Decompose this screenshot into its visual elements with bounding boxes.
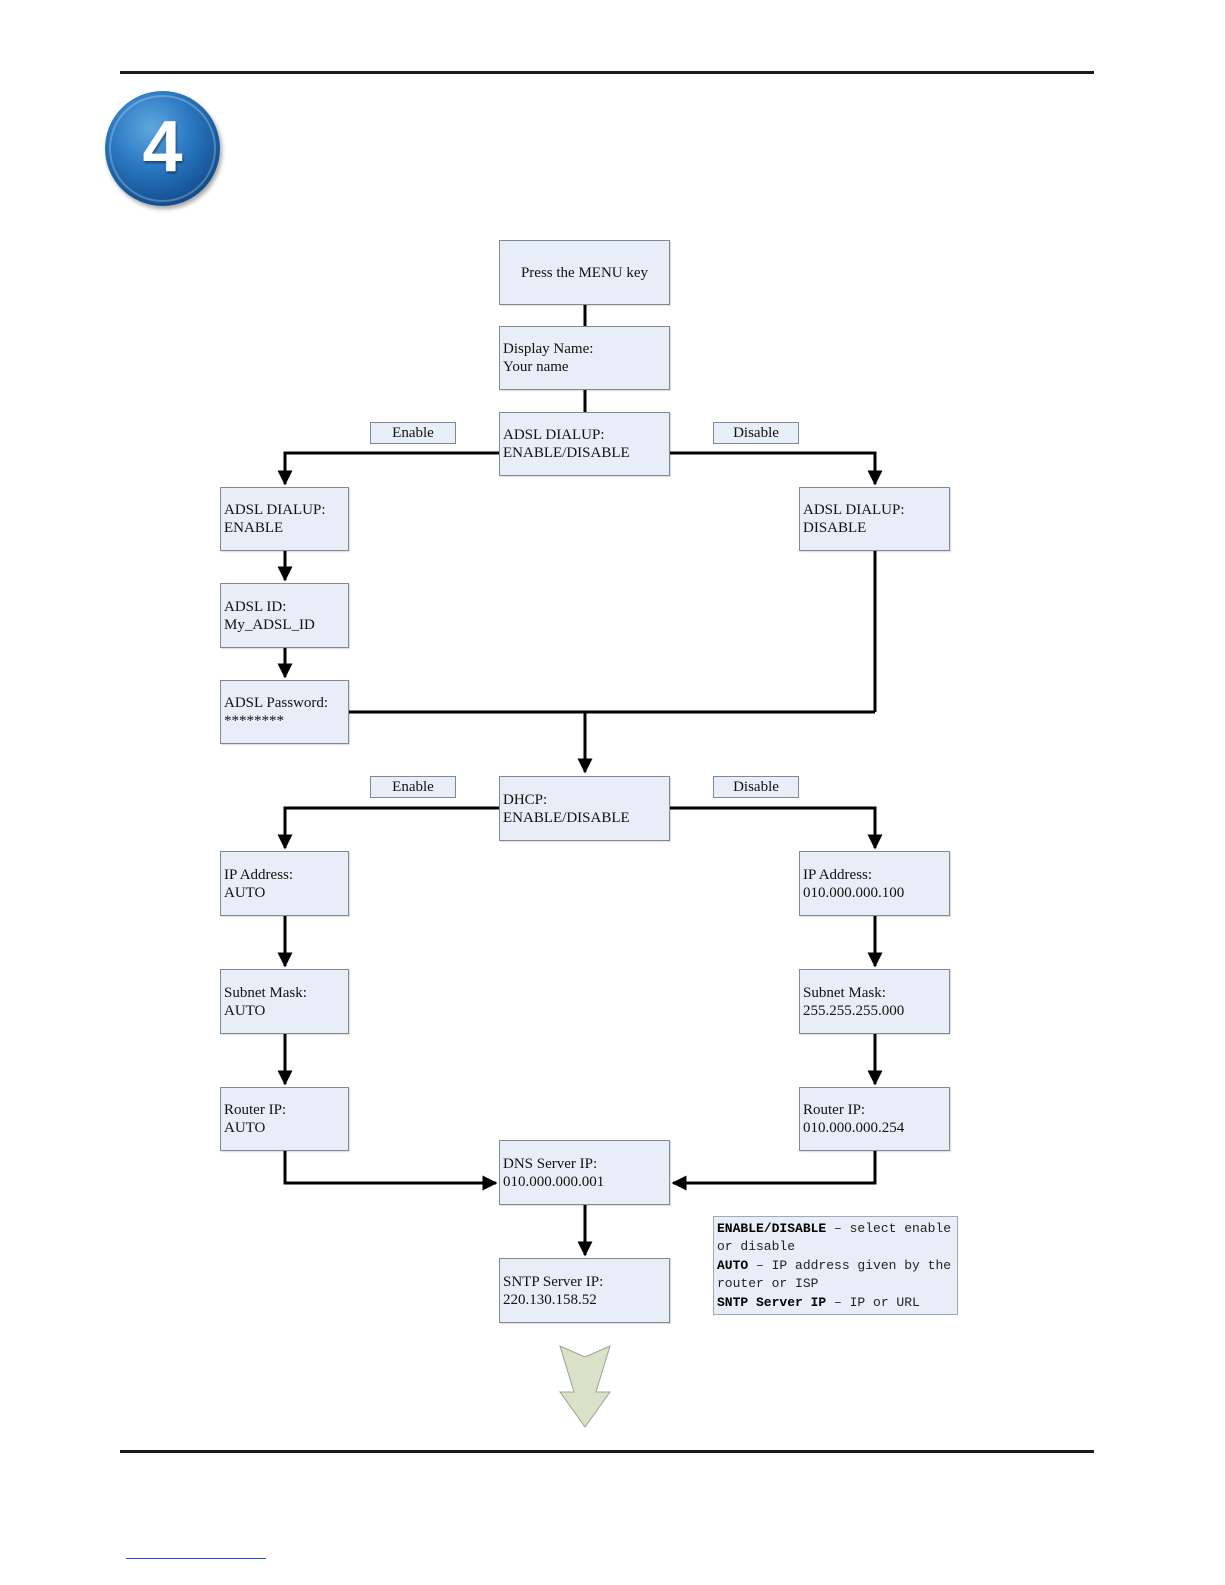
tag-adsl-disable: Disable — [713, 422, 799, 444]
box-line: My_ADSL_ID — [224, 616, 315, 633]
box-adsl-password: ADSL Password: ******** — [220, 680, 349, 744]
box-line: Router IP: — [224, 1102, 287, 1118]
box-line: ENABLE/DISABLE — [503, 445, 630, 461]
box-subnet-mask-static: Subnet Mask: 255.255.255.000 — [799, 969, 950, 1034]
box-press-menu-key: Press the MENU key — [499, 240, 670, 305]
tag-dhcp-enable: Enable — [370, 776, 456, 798]
box-line: Your name — [503, 359, 569, 375]
box-line: 220.130.158.52 — [503, 1291, 597, 1308]
box-sntp-server-ip: SNTP Server IP: 220.130.158.52 — [499, 1258, 670, 1323]
box-line: ADSL DIALUP: — [803, 502, 905, 518]
footer-link-underline — [126, 1558, 266, 1559]
box-line: DHCP: — [503, 791, 548, 808]
top-rule — [120, 71, 1094, 74]
legend-desc: – IP address given by the router or ISP — [717, 1257, 952, 1292]
arrow-dhcp-enable — [277, 806, 499, 850]
legend-term: ENABLE/DISABLE — [717, 1221, 827, 1236]
box-display-name: Display Name: Your name — [499, 326, 670, 390]
tag-dhcp-disable: Disable — [713, 776, 799, 798]
box-line: ENABLE — [224, 520, 284, 536]
box-router-ip-auto: Router IP: AUTO — [220, 1087, 349, 1151]
box-line: ******** — [224, 713, 284, 729]
box-line: DISABLE — [803, 520, 867, 536]
box-router-ip-static: Router IP: 010.000.000.254 — [799, 1087, 950, 1151]
box-line: Subnet Mask: — [803, 984, 886, 1001]
legend-desc: – IP or URL — [826, 1294, 920, 1310]
box-line: AUTO — [224, 884, 266, 901]
box-line: ADSL Password: — [224, 695, 329, 711]
box-line: IP Address: — [224, 866, 294, 883]
box-line: SNTP Server IP: — [503, 1273, 604, 1290]
box-line: AUTO — [224, 1002, 266, 1019]
box-dhcp: DHCP: ENABLE/DISABLE — [499, 776, 670, 841]
box-adsl-dialup: ADSL DIALUP: ENABLE/DISABLE — [499, 412, 670, 476]
arrow-adsl-enable — [277, 451, 499, 486]
box-line: ENABLE/DISABLE — [503, 809, 630, 826]
tag-adsl-enable: Enable — [370, 422, 456, 444]
box-dns-server-ip: DNS Server IP: 010.000.000.001 — [499, 1140, 670, 1205]
box-line: 255.255.255.000 — [803, 1002, 905, 1019]
legend-desc: – select enable or disable — [717, 1221, 952, 1255]
box-line: ADSL ID: — [224, 598, 287, 615]
step-number-badge: 4 — [105, 91, 220, 206]
legend-term: SNTP Server IP — [717, 1294, 827, 1310]
box-adsl-enable: ADSL DIALUP: ENABLE — [220, 487, 349, 551]
arrow-dhcp-disable — [670, 806, 883, 850]
step-number: 4 — [142, 106, 183, 187]
box-line: Subnet Mask: — [224, 984, 307, 1001]
arrow-router-static-dns — [671, 1151, 877, 1191]
legend-term: AUTO — [717, 1257, 749, 1273]
arrow-router-auto-dns — [283, 1151, 498, 1191]
arrow-adsl-disable — [670, 451, 883, 486]
box-line: AUTO — [224, 1120, 266, 1136]
box-line: Router IP: — [803, 1102, 866, 1118]
box-line: Display Name: — [503, 341, 594, 357]
legend-box: ENABLE/DISABLE – select enable or disabl… — [713, 1216, 958, 1315]
box-line: Press the MENU key — [520, 264, 649, 281]
box-line: DNS Server IP: — [503, 1155, 598, 1172]
box-adsl-id: ADSL ID: My_ADSL_ID — [220, 583, 349, 648]
box-line: ADSL DIALUP: — [224, 502, 326, 518]
box-line: ADSL DIALUP: — [503, 427, 605, 443]
box-ip-address-static: IP Address: 010.000.000.100 — [799, 851, 950, 916]
box-subnet-mask-auto: Subnet Mask: AUTO — [220, 969, 349, 1034]
box-ip-address-auto: IP Address: AUTO — [220, 851, 349, 916]
box-line: 010.000.000.001 — [503, 1173, 605, 1190]
box-line: 010.000.000.254 — [803, 1120, 905, 1136]
bottom-rule — [120, 1450, 1094, 1453]
box-adsl-disable: ADSL DIALUP: DISABLE — [799, 487, 950, 551]
next-page-arrow-icon — [559, 1345, 611, 1428]
box-line: IP Address: — [803, 866, 873, 883]
box-line: 010.000.000.100 — [803, 884, 905, 901]
